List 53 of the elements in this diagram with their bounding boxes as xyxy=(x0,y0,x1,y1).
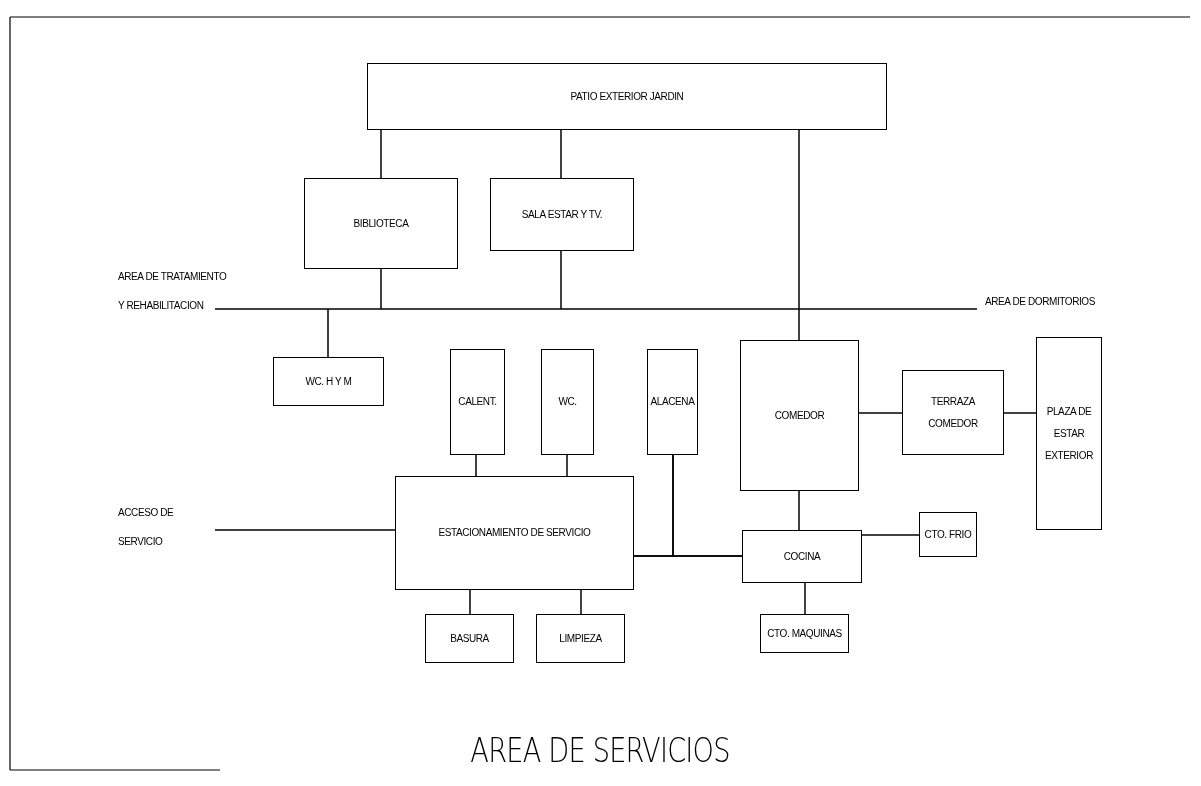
room-label: COCINA xyxy=(783,549,821,564)
connector-line xyxy=(475,454,477,477)
connector-line xyxy=(798,490,800,531)
room-box xyxy=(541,349,594,455)
room-box xyxy=(740,340,859,491)
room-label: CTO. FRIO xyxy=(924,527,972,542)
connector-line xyxy=(214,529,396,531)
room-label: WC. xyxy=(558,395,577,409)
room-box xyxy=(647,349,698,455)
connector-line xyxy=(469,589,471,615)
room-box xyxy=(395,476,634,590)
room-label: PLAZA DE ESTAR EXTERIOR xyxy=(1044,404,1094,463)
diagram-title: AREA DE SERVICIOS xyxy=(469,730,731,770)
room-box xyxy=(367,63,887,130)
room-box xyxy=(760,614,849,653)
connector-line xyxy=(380,268,382,310)
room-label: BASURA xyxy=(450,631,489,646)
connector-line xyxy=(580,589,582,615)
room-box xyxy=(425,614,514,663)
room-label: PATIO EXTERIOR JARDIN xyxy=(570,89,684,104)
room-box xyxy=(536,614,625,663)
connector-line xyxy=(560,250,562,310)
room-box xyxy=(902,370,1004,455)
zone-label: AREA DE TRATAMIENTO Y REHABILITACION xyxy=(118,270,228,313)
room-label: COMEDOR xyxy=(774,408,825,423)
connector-line xyxy=(804,582,806,615)
room-box xyxy=(273,357,384,406)
room-box xyxy=(1036,337,1102,530)
connector-line xyxy=(858,412,903,414)
connector-line xyxy=(327,308,329,358)
room-box xyxy=(450,349,505,455)
room-box xyxy=(304,178,458,269)
connector-line xyxy=(633,555,743,557)
room-label: WC. H Y M xyxy=(305,374,352,389)
room-box xyxy=(742,530,862,583)
room-label: CALENT. xyxy=(458,395,497,409)
connector-line xyxy=(566,454,568,477)
room-label: ESTACIONAMIENTO DE SERVICIO xyxy=(438,526,591,540)
connector-line xyxy=(560,129,562,179)
room-label: ALACENA xyxy=(650,395,695,409)
room-box xyxy=(919,512,977,557)
connector-line xyxy=(798,129,800,341)
room-label: CTO. MAQUINAS xyxy=(767,626,842,641)
connector-line xyxy=(380,129,382,179)
room-box xyxy=(490,178,634,251)
room-label: BIBLIOTECA xyxy=(353,216,409,231)
room-label: TERRAZA COMEDOR xyxy=(927,394,979,431)
zone-label: ACCESO DE SERVICIO xyxy=(118,506,175,549)
connector-line xyxy=(1003,412,1037,414)
room-label: SALA ESTAR Y TV. xyxy=(521,207,603,222)
zone-label: AREA DE DORMITORIOS xyxy=(985,295,1096,309)
connector-line xyxy=(861,534,920,536)
room-label: LIMPIEZA xyxy=(559,631,602,646)
